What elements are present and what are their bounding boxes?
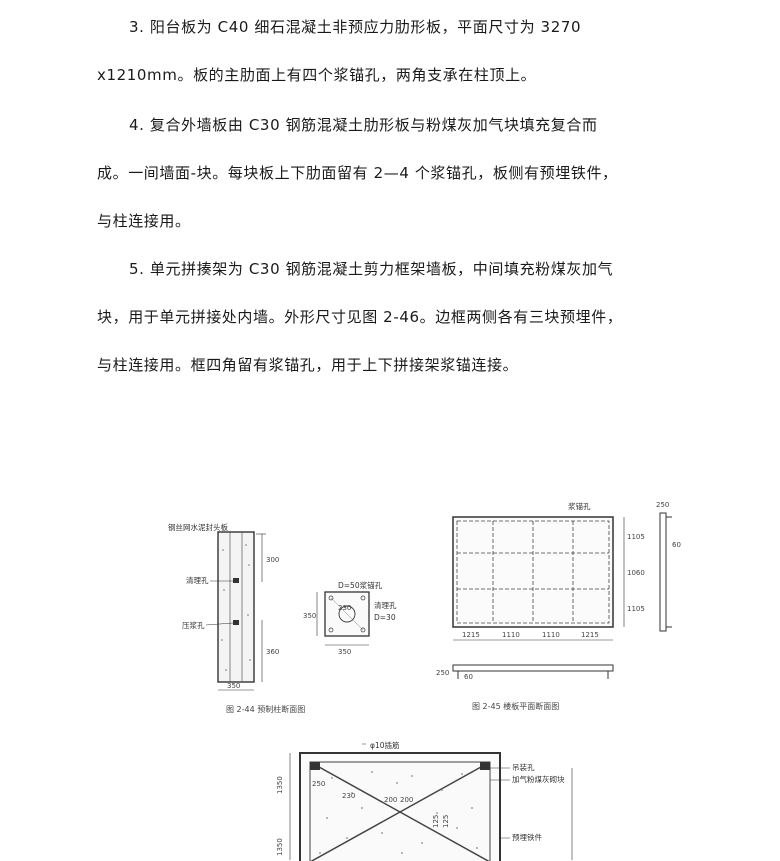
paragraph-4-line1: 4. 复合外墙板由 C30 钢筋混凝土肋形板与粉煤灰加气块填充复合而 [129, 116, 598, 134]
dim-250-right: 250 [656, 501, 669, 509]
label-section-clean-d: D=30 [374, 613, 396, 622]
figure-2-44: 300 360 350 钢丝网水泥封头板 清理孔 压浆孔 230 D=50浆锚孔… [168, 522, 397, 714]
paragraph-3-line2: x1210mm。板的主肋面上有四个浆锚孔，两角支承在柱顶上。 [97, 66, 537, 84]
paragraph-4-line2: 成。一间墙面-块。每块板上下肋面留有 2—4 个浆锚孔，板侧有预埋铁件， [97, 164, 618, 182]
dim-1105-b: 1105 [627, 605, 645, 613]
dim-350-side: 350 [303, 612, 316, 620]
dim-125-b: 125 [442, 815, 450, 828]
paragraph-4: 4. 复合外墙板由 C30 钢筋混凝土肋形板与粉煤灰加气块填充复合而 成。一间墙… [97, 101, 697, 245]
label-clean-hole: 清理孔 [186, 575, 209, 585]
dim-230: 230 [338, 604, 351, 612]
label-cap-plate: 钢丝网水泥封头板 [168, 522, 228, 532]
paragraph-5-line3: 与柱连接用。框四角留有浆锚孔，用于上下拼接架浆锚连接。 [97, 356, 519, 374]
dim-250-46: 250 [312, 780, 325, 788]
figure-2-46: φ10插筋 1350 1350 250 230 200 200 125 125 … [276, 740, 573, 861]
dim-300: 300 [266, 556, 279, 564]
dim-200-b: 200 [400, 796, 413, 804]
dim-360: 360 [266, 648, 279, 656]
dim-1110-b: 1110 [542, 631, 560, 639]
paragraph-3-line1: 3. 阳台板为 C40 细石混凝土非预应力肋形板，平面尺寸为 3270 [129, 18, 582, 36]
column-elevation [217, 531, 255, 683]
dim-1350-a: 1350 [276, 776, 284, 794]
dim-60-right: 60 [672, 541, 681, 549]
label-section-clean: 清理孔 [374, 600, 397, 610]
caption-2-45: 图 2-45 楼板平面断面图 [472, 701, 559, 711]
dim-350-section-bottom: 350 [338, 648, 351, 656]
caption-2-44: 图 2-44 预制柱断面图 [226, 704, 305, 714]
dim-60-small: 60 [464, 673, 473, 681]
dim-1060: 1060 [627, 569, 645, 577]
figure-2-45: 浆锚孔 1215 1110 1110 1215 1105 1060 1105 2… [436, 501, 681, 711]
dim-1215-a: 1215 [462, 631, 480, 639]
dim-1105-a: 1105 [627, 533, 645, 541]
label-hoist-hole: 吊装孔 [512, 762, 535, 772]
label-rebar: φ10插筋 [370, 740, 400, 750]
dim-230-46: 230 [342, 792, 355, 800]
paragraph-5: 5. 单元拼揍架为 C30 钢筋混凝土剪力框架墙板，中间填充粉煤灰加气 块，用于… [97, 245, 697, 389]
dim-200-a: 200 [384, 796, 397, 804]
paragraph-5-line2: 块，用于单元拼接处内墙。外形尺寸见图 2-46。边框两侧各有三块预埋件， [97, 308, 623, 326]
dim-250-left: 250 [436, 669, 449, 677]
label-infill-block: 加气粉煤灰砌块 [512, 774, 565, 784]
dim-125-a: 125 [432, 815, 440, 828]
paragraph-5-line1: 5. 单元拼揍架为 C30 钢筋混凝土剪力框架墙板，中间填充粉煤灰加气 [129, 260, 614, 278]
label-grout-hole: 压浆孔 [182, 620, 205, 630]
paragraph-3: 3. 阳台板为 C40 细石混凝土非预应力肋形板，平面尺寸为 3270 x121… [97, 3, 697, 99]
label-anchor-hole-45: 浆锚孔 [568, 501, 591, 511]
dim-1350-b: 1350 [276, 838, 284, 856]
frame-panel [299, 752, 501, 861]
dim-350-bottom: 350 [227, 682, 240, 690]
label-anchor-hole: D=50浆锚孔 [338, 580, 383, 590]
dim-1110-a: 1110 [502, 631, 520, 639]
paragraph-4-line3: 与柱连接用。 [97, 212, 191, 230]
label-embedded-iron: 预埋铁件 [512, 832, 542, 842]
dim-1215-b: 1215 [581, 631, 599, 639]
